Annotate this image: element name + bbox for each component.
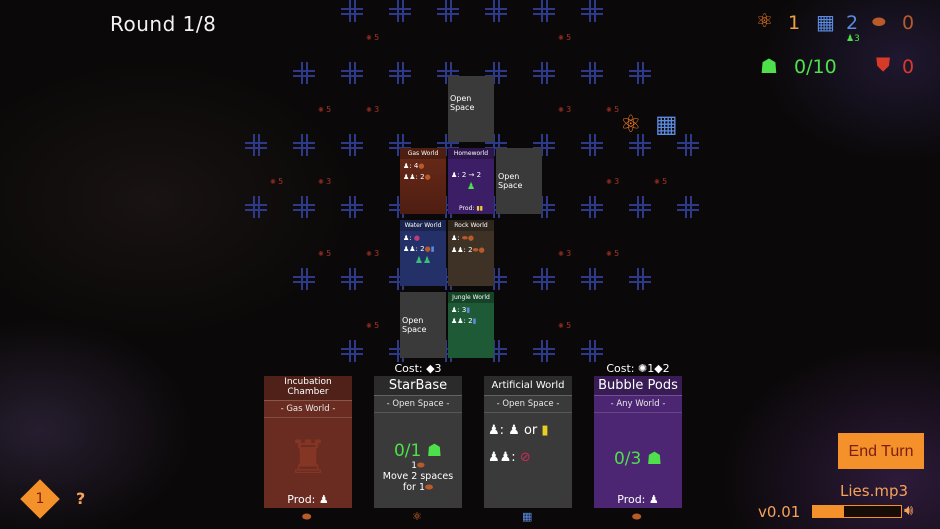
card-artificial-world[interactable]: Artificial World - Open Space - ♟: ♟ or …: [484, 376, 572, 508]
cell-cost-tag: 3: [318, 177, 331, 186]
bubbles-value: 0/10: [794, 56, 837, 78]
tile-homeworld[interactable]: Homeworld ♟: 2 → 2 ♟ Prod: ▮▮: [448, 148, 494, 214]
colonist-icon: ♟: [466, 182, 476, 192]
tile-water-world[interactable]: Water World ♟: ● ♟♟: 2●▮ ♟♟: [400, 220, 446, 286]
ore-icon: ⬬: [302, 510, 312, 523]
card-bubble-pods[interactable]: Bubble Pods - Any World - 0/3 ☗ Prod: ♟: [594, 376, 682, 508]
colonist-pods-icon: ▦: [522, 510, 533, 523]
grid-cross: [581, 134, 603, 156]
grid-cross: [389, 0, 411, 22]
grid-cross: [485, 62, 507, 84]
colonist-pods-icon: ▦: [816, 10, 835, 34]
grid-cross: [485, 268, 507, 290]
grid-cross: [533, 340, 555, 362]
rank-chevron-icon: ⛊: [876, 54, 891, 76]
cell-cost-tag: 3: [606, 177, 619, 186]
grid-cross: [485, 340, 507, 362]
speaker-icon[interactable]: 🔊︎: [904, 501, 914, 519]
grid-cross: [677, 196, 699, 218]
grid-cross: [389, 62, 411, 84]
grid-cross: [341, 268, 363, 290]
cell-cost-tag: 5: [654, 177, 667, 186]
grid-cross: [341, 62, 363, 84]
grid-cross: [533, 0, 555, 22]
cell-cost-tag: 3: [366, 249, 379, 258]
grid-cross: [581, 196, 603, 218]
grid-cross: [533, 196, 555, 218]
starbase-cost: Cost: ◆3: [394, 362, 442, 375]
grid-cross: [437, 0, 459, 22]
cell-cost-tag: 5: [606, 249, 619, 258]
ore-icon: ⬬: [872, 12, 886, 31]
tile-rock-world[interactable]: Rock World ♟: ⬬● ♟♟: 2⬬●: [448, 220, 494, 286]
ore-icon: ⬬: [632, 510, 642, 523]
cell-cost-tag: 3: [558, 105, 571, 114]
grid-cross: [581, 268, 603, 290]
volume-slider[interactable]: [812, 505, 902, 518]
atom-icon[interactable]: ⚛: [620, 110, 642, 138]
turn-badge-label: 1: [35, 491, 45, 507]
grid-cross: [533, 62, 555, 84]
now-playing: Lies.mp3: [840, 482, 909, 500]
grid-cross: [581, 340, 603, 362]
grid-cross: [581, 62, 603, 84]
ore-value: 0: [902, 12, 915, 34]
military-value: 0: [902, 56, 915, 78]
grid-cross: [533, 134, 555, 156]
science-value: 1: [788, 12, 801, 34]
grid-cross: [293, 134, 315, 156]
end-turn-button[interactable]: End Turn: [838, 433, 924, 469]
grid-cross: [293, 196, 315, 218]
grid-cross: [629, 62, 651, 84]
tile-open-space-right[interactable]: Open Space: [496, 148, 542, 214]
tile-open-space-bottom[interactable]: Open Space: [400, 292, 446, 358]
grid-cross: [293, 62, 315, 84]
grid-cross: [629, 134, 651, 156]
cell-cost-tag: 3: [366, 105, 379, 114]
cell-cost-tag: 5: [366, 321, 379, 330]
bubble-dome-icon: ☗: [426, 441, 442, 461]
grid-cross: [581, 0, 603, 22]
tile-open-space-top[interactable]: Open Space: [448, 76, 494, 142]
population-sub: ♟3: [846, 34, 860, 44]
tile-jungle-world[interactable]: Jungle World ♟: 3▮ ♟♟: 2▮: [448, 292, 494, 358]
grid-cross: [341, 196, 363, 218]
version-label: v0.01: [758, 503, 801, 521]
cell-cost-tag: 5: [318, 105, 331, 114]
cell-cost-tag: 3: [558, 249, 571, 258]
bubble-dome-icon: ☗: [646, 449, 662, 469]
atom-icon: ⚛: [412, 510, 422, 523]
grid-cross: [293, 268, 315, 290]
card-starbase[interactable]: StarBase - Open Space - 0/1 ☗ 1⬬ Move 2 …: [374, 376, 462, 508]
cell-cost-tag: 5: [558, 321, 571, 330]
grid-cross: [485, 0, 507, 22]
bubble-pods-cost: Cost: ✺1◆2: [606, 362, 670, 375]
colonist-icon: ♟♟: [414, 256, 432, 266]
cell-cost-tag: 5: [318, 249, 331, 258]
cell-cost-tag: 5: [366, 33, 379, 42]
cell-cost-tag: 5: [558, 33, 571, 42]
grid-cross: [533, 268, 555, 290]
grid-cross: [341, 134, 363, 156]
grid-cross: [629, 196, 651, 218]
cell-cost-tag: 5: [270, 177, 283, 186]
tile-gas-world[interactable]: Gas World ♟: 4● ♟♟: 2●: [400, 148, 446, 214]
grid-cross: [341, 340, 363, 362]
atom-icon: ⚛: [756, 10, 774, 32]
round-indicator: Round 1/8: [110, 12, 217, 36]
population-value: 2: [846, 12, 859, 34]
bubble-dome-icon: ☗: [760, 54, 778, 78]
grid-cross: [245, 134, 267, 156]
grid-cross: [629, 268, 651, 290]
grid-cross: [245, 196, 267, 218]
cell-cost-tag: 5: [606, 105, 619, 114]
incubator-art-icon: ♜: [287, 430, 329, 484]
card-incubation-chamber[interactable]: Incubation Chamber - Gas World - ♜ Prod:…: [264, 376, 352, 508]
grid-cross: [677, 134, 699, 156]
grid-cross: [341, 0, 363, 22]
colonist-pods-icon[interactable]: ▦: [655, 110, 678, 138]
help-button[interactable]: ?: [76, 489, 86, 508]
